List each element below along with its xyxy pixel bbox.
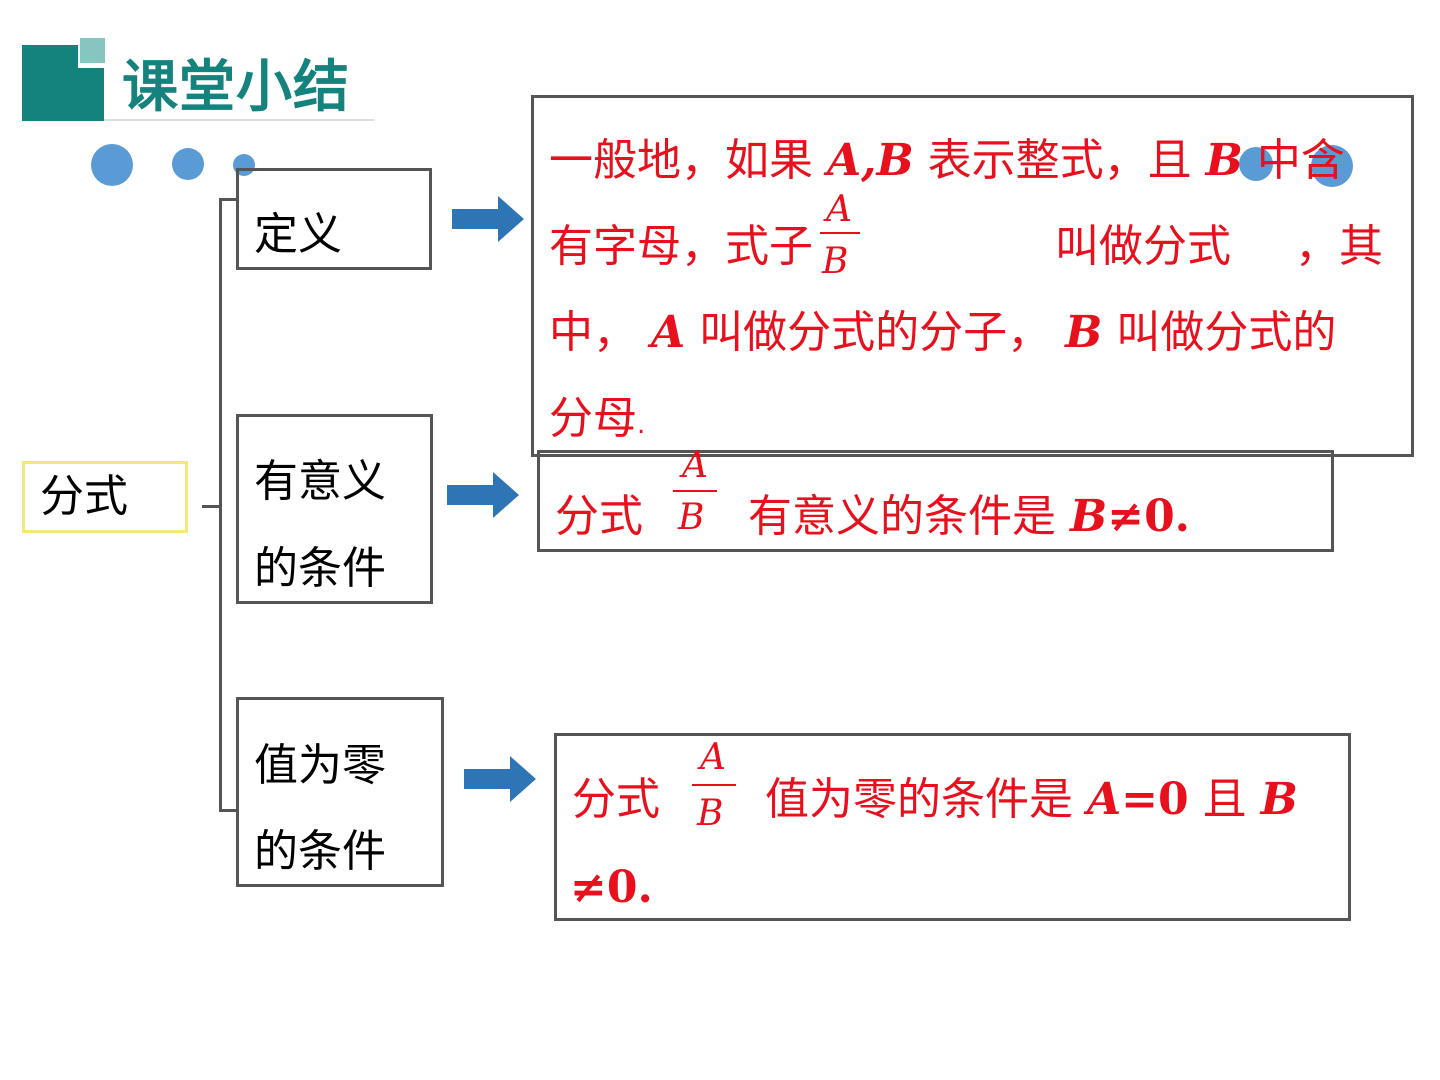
definition-period: . xyxy=(637,410,646,440)
fraction-numerator: A xyxy=(682,445,708,486)
definition-text: 叫做分式的 xyxy=(1116,307,1337,358)
definition-text: 一般地，如果 xyxy=(549,135,813,186)
meaningful-box xyxy=(236,414,433,604)
definition-text: 表示整式，且 xyxy=(927,135,1192,186)
title-underline xyxy=(104,119,374,121)
definition-line-2b: 叫做分式 xyxy=(1055,221,1231,272)
definition-text: 叫做分式的分子， xyxy=(699,307,1052,358)
math-var: A xyxy=(651,307,686,358)
fraction-denominator: B xyxy=(678,497,705,538)
root-box xyxy=(22,461,188,533)
zero-label-line2: 的条件 xyxy=(254,826,386,877)
definition-line-4: 分母. xyxy=(549,376,645,468)
fraction-denominator: B xyxy=(697,793,724,834)
zero-condition-tail: ≠0. xyxy=(570,862,653,913)
definition-text: 中含 xyxy=(1256,135,1345,186)
fraction-bar xyxy=(692,784,736,786)
title-logo-square xyxy=(80,38,105,63)
bracket-stub xyxy=(202,505,222,508)
bracket-bottom xyxy=(219,809,239,812)
fraction-denominator: B xyxy=(822,241,849,282)
equals-zero: =0 xyxy=(1121,774,1189,825)
arrow-right-icon xyxy=(452,196,524,242)
math-var: B xyxy=(1070,491,1108,542)
meaningful-content-box xyxy=(537,450,1334,552)
math-var: B xyxy=(1260,774,1298,825)
math-var: A xyxy=(1087,774,1122,825)
bracket-vertical xyxy=(219,198,222,812)
fraction-numerator: A xyxy=(826,189,852,230)
fraction-bar xyxy=(673,490,717,492)
arrow-right-icon xyxy=(447,472,519,518)
page-title: 课堂小结 xyxy=(122,55,350,120)
zero-and: 且 xyxy=(1202,774,1247,825)
fraction-bar xyxy=(820,232,860,234)
circle-dot-icon xyxy=(1239,147,1273,181)
math-var: B xyxy=(1065,307,1103,358)
circle-dot-icon xyxy=(1311,145,1353,187)
meaningful-condition: 有意义的条件是 B≠0. xyxy=(748,474,1190,560)
bracket-top xyxy=(219,198,239,201)
root-label: 分式 xyxy=(40,471,128,522)
not-equal-zero: ≠0. xyxy=(1107,491,1191,542)
definition-content-box xyxy=(531,95,1414,457)
zero-middle: 值为零的条件是 xyxy=(765,774,1073,825)
fraction-numerator: A xyxy=(700,737,726,778)
definition-line-3: 中， A 叫做分式的分子， B 叫做分式的 xyxy=(549,290,1336,376)
meaningful-middle: 有意义的条件是 xyxy=(748,491,1056,542)
definition-line-2a: 有字母，式子 xyxy=(549,221,813,272)
arrow-right-icon xyxy=(464,756,536,802)
definition-line-2c: ，其 xyxy=(1295,221,1383,272)
definition-text: 分母 xyxy=(549,393,637,444)
zero-box xyxy=(236,697,444,887)
meaningful-prefix: 分式 xyxy=(555,491,643,542)
zero-prefix: 分式 xyxy=(572,774,660,825)
definition-box xyxy=(236,168,432,270)
zero-condition: 值为零的条件是 A=0 且 B xyxy=(765,757,1298,843)
meaningful-label-line1: 有意义 xyxy=(254,456,386,507)
definition-text: 中， xyxy=(549,307,637,358)
definition-label: 定义 xyxy=(254,209,342,260)
meaningful-label-line2: 的条件 xyxy=(254,543,386,594)
zero-content-box xyxy=(554,733,1351,921)
circle-dot-icon xyxy=(172,148,204,180)
math-var: B xyxy=(1205,135,1243,186)
math-var: A,B xyxy=(827,135,914,186)
definition-line-1: 一般地，如果 A,B 表示整式，且 B 中含 xyxy=(549,118,1345,204)
zero-label-line1: 值为零 xyxy=(254,740,386,791)
circle-dot-icon xyxy=(91,144,133,186)
